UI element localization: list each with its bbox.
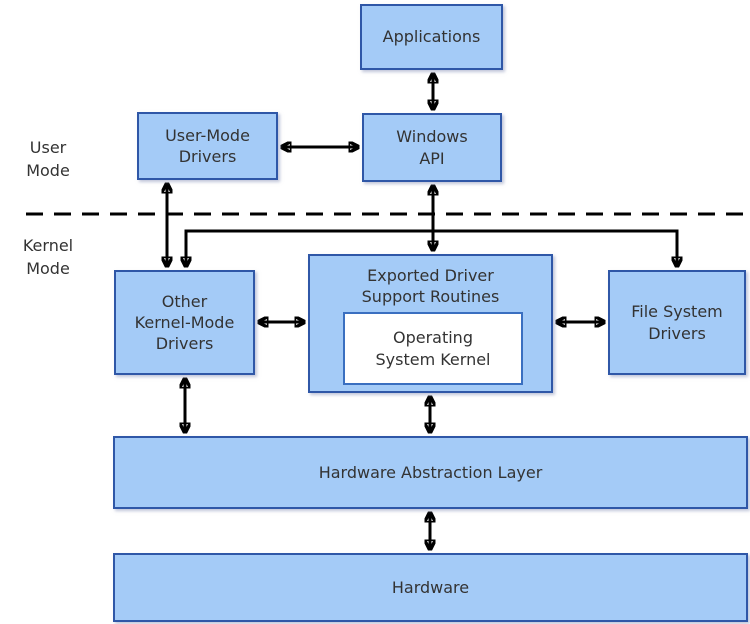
exported-driver-support-routines-label: Exported Driver Support Routines <box>361 266 500 307</box>
hardware-box: Hardware <box>113 553 748 622</box>
other-kernel-mode-drivers-box: Other Kernel-Mode Drivers <box>114 270 255 375</box>
exported-driver-support-routines-box: Exported Driver Support Routines Operati… <box>308 254 553 393</box>
applications-box: Applications <box>360 4 503 70</box>
kernel-mode-label: Kernel Mode <box>22 236 74 278</box>
operating-system-kernel-box: Operating System Kernel <box>343 312 523 385</box>
user-mode-label: User Mode <box>26 138 70 180</box>
hardware-abstraction-layer-box: Hardware Abstraction Layer <box>113 436 748 509</box>
branch-kernel-components-connector <box>186 229 677 266</box>
windows-api-box: Windows API <box>362 113 502 182</box>
user-mode-drivers-box: User-Mode Drivers <box>137 112 278 180</box>
file-system-drivers-box: File System Drivers <box>608 270 746 375</box>
